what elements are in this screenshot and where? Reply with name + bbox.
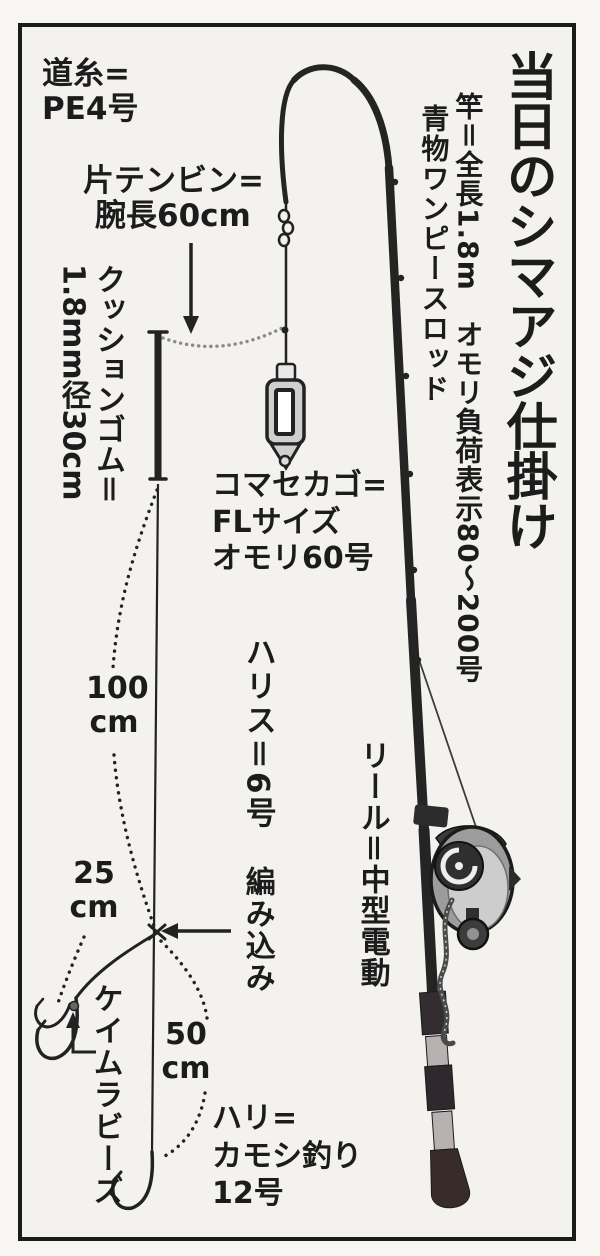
arc-50cm-upper xyxy=(159,939,209,1020)
keimura-bead xyxy=(68,1000,80,1012)
amikomi-label: 編み込み xyxy=(239,866,275,994)
length-50cm-label: 50 cm xyxy=(161,1017,211,1086)
main-line-label: 道糸= PE4号 xyxy=(42,56,139,127)
length-25cm-label: 25 cm xyxy=(69,856,119,925)
rod-guides xyxy=(391,178,422,664)
amikomi-pointer-arrow xyxy=(161,923,231,939)
tenbin-arm xyxy=(161,325,286,349)
rod-type-label: 青物ワンピースロッド xyxy=(417,104,451,404)
bottom-hook xyxy=(111,1150,155,1211)
keimura-pointer xyxy=(66,1012,96,1054)
komase-cage-label: コマセカゴ= FLサイズ オモリ60号 xyxy=(212,468,388,577)
rod-grip xyxy=(418,990,470,1209)
arc-25cm xyxy=(55,935,86,1008)
reel-label: リール＝中型電動 xyxy=(354,740,390,988)
tenbin-joint xyxy=(281,326,289,334)
diagram-border-frame xyxy=(18,23,576,1241)
diagram-title: 当日のシマアジ仕掛け xyxy=(497,50,557,550)
arc-50cm-lower xyxy=(161,1091,207,1159)
fishing-rod xyxy=(278,64,439,1008)
komase-cage xyxy=(265,362,306,471)
hook-label: ハリ= カモシ釣り 12号 xyxy=(212,1101,362,1211)
dimension-arcs xyxy=(55,488,209,1159)
electric-reel xyxy=(413,804,521,1047)
rod-spec-label: 竿＝全長1.8m オモリ負荷表示80〜200号 xyxy=(451,92,485,684)
arc-100cm-lower xyxy=(112,753,156,928)
line-swivel xyxy=(277,200,295,330)
keimura-beads-label: ケイムラビーズ xyxy=(87,983,123,1207)
harisu-line xyxy=(150,483,160,1153)
tenbin-pointer-arrow xyxy=(183,243,199,334)
branch-line xyxy=(74,931,158,999)
cushion-rubber-label: クッションゴム＝ 1.8mm径30cm xyxy=(55,264,126,504)
length-100cm-label: 100 cm xyxy=(86,671,149,740)
tenbin-label: 片テンビン= 腕長60cm xyxy=(83,163,264,234)
arc-100cm-upper xyxy=(111,488,159,670)
harisu-label: ハリス＝6号 xyxy=(239,636,276,831)
cushion-rubber xyxy=(147,330,169,481)
